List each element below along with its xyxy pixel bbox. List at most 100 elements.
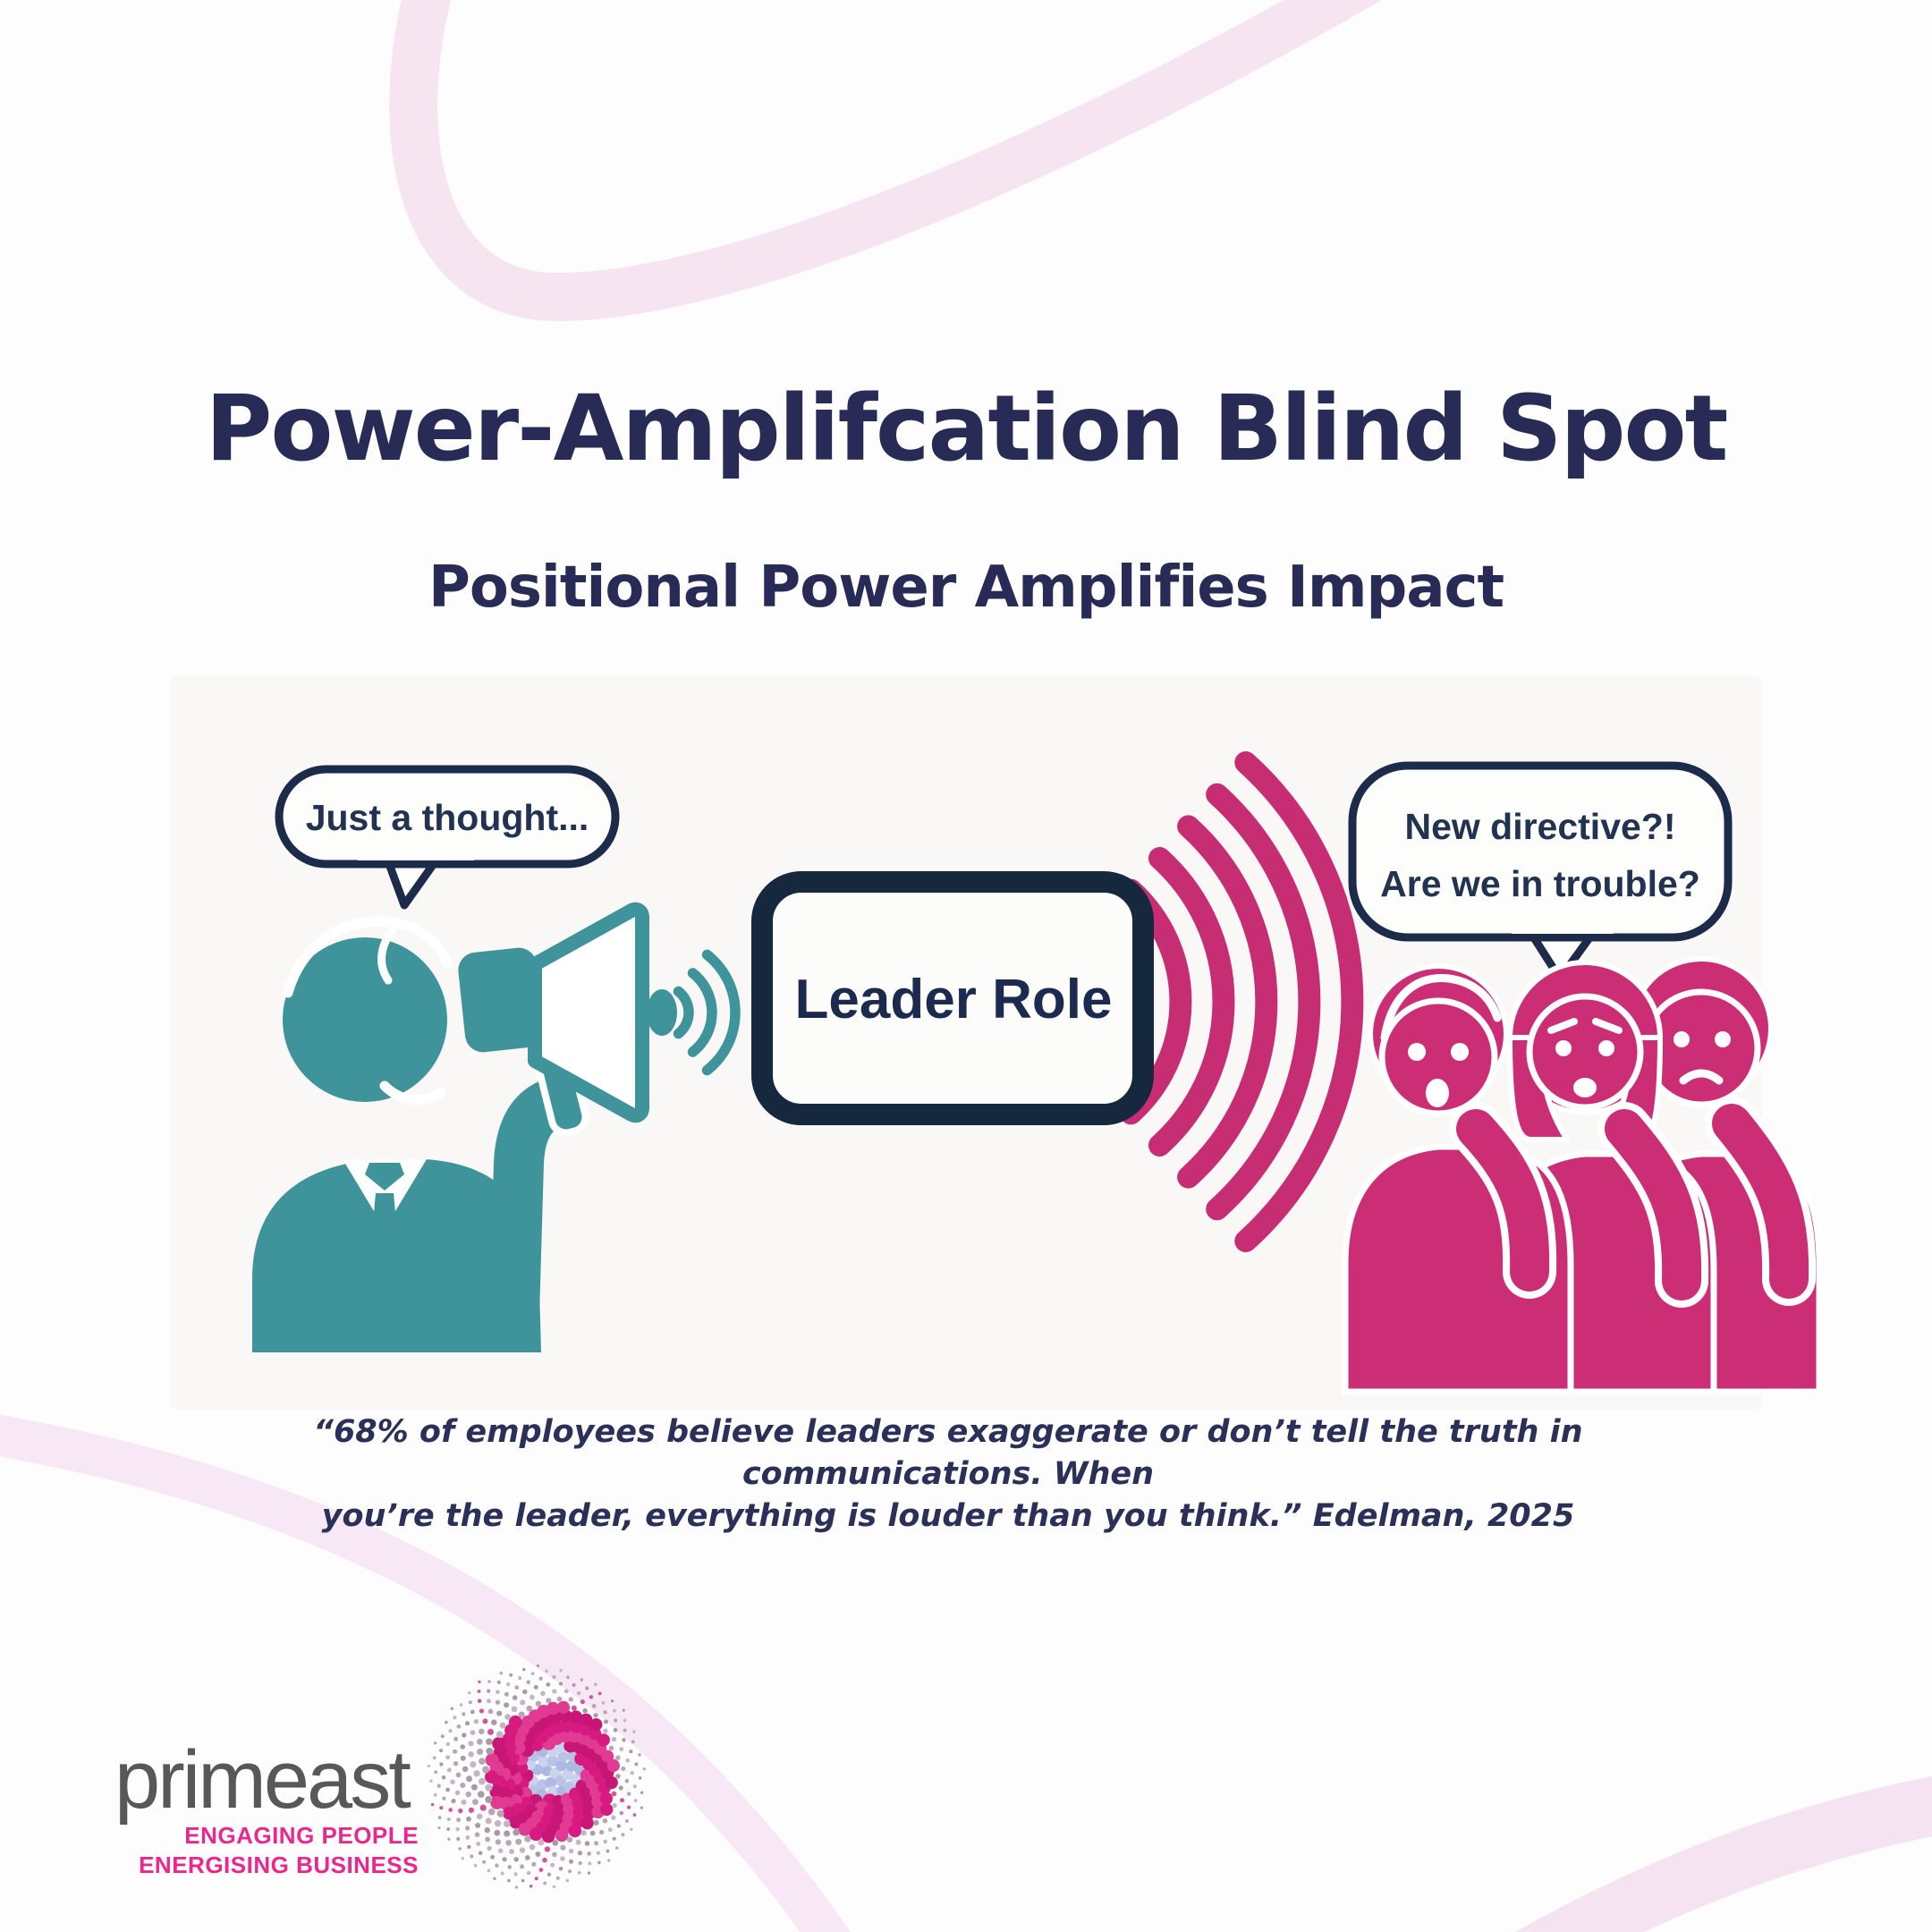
logo-dot (495, 1839, 501, 1845)
logo-dot (487, 1728, 494, 1735)
logo-dot (509, 1849, 515, 1854)
logo-dot (478, 1851, 483, 1855)
logo-dot (588, 1861, 592, 1866)
logo-dot (456, 1818, 462, 1823)
logo-dot (470, 1761, 477, 1768)
logo-dot (445, 1755, 450, 1760)
logo-dot (439, 1762, 444, 1767)
logo-dot (490, 1795, 504, 1809)
logo-dot (514, 1685, 520, 1690)
team-member-middle (1488, 960, 1717, 1395)
logo-dot (597, 1733, 610, 1747)
logo-dot (545, 1776, 557, 1789)
logo-dot (514, 1885, 518, 1889)
logo-dot (599, 1792, 613, 1805)
logo-dot (640, 1791, 644, 1794)
logo-dot (496, 1680, 501, 1684)
logo-dot (552, 1885, 556, 1889)
logo-dot (476, 1813, 483, 1820)
logo-dot (468, 1751, 474, 1758)
team-figures-icon (1342, 956, 1823, 1395)
team-speech-text-line1: New directive?! (1404, 806, 1675, 847)
logo-dot (447, 1837, 451, 1841)
logo-dot (568, 1824, 582, 1838)
logo-dot (629, 1750, 633, 1754)
logo-dot (542, 1857, 547, 1863)
logo-dot (560, 1719, 573, 1733)
logo-dot (613, 1708, 616, 1713)
logo-dot (445, 1787, 450, 1792)
page-title: Power-Amplifcation Blind Spot (205, 376, 1729, 482)
logo-dot (468, 1700, 472, 1705)
logo-dot (541, 1829, 555, 1843)
logo-dot (567, 1869, 572, 1874)
logo-dot (603, 1839, 607, 1844)
logo-dot (453, 1716, 457, 1720)
logo-dot (580, 1699, 585, 1705)
logo-dot (606, 1849, 610, 1853)
sound-waves-icon (673, 949, 741, 1076)
logo-dot (619, 1747, 624, 1751)
logo-dot (504, 1691, 509, 1697)
logo-dot (602, 1818, 608, 1824)
logo-dot (487, 1708, 494, 1715)
logo-dot (524, 1855, 530, 1860)
logo-dot (430, 1802, 435, 1807)
logo-dot (587, 1871, 591, 1875)
logo-dot (505, 1682, 511, 1687)
logo-dot (535, 1700, 542, 1707)
logo-dot (625, 1758, 630, 1763)
logo-dot (601, 1750, 614, 1763)
logo-dot (547, 1755, 559, 1767)
logo-dot (466, 1775, 472, 1783)
logo-dot (624, 1819, 629, 1823)
logo-dot (594, 1682, 597, 1686)
logo-dot (441, 1775, 446, 1780)
logo-dot (584, 1841, 590, 1846)
logo-dot (465, 1826, 470, 1831)
logo-dot (632, 1730, 636, 1733)
top-swoosh-curve (389, 0, 1382, 322)
logo-dot (544, 1846, 551, 1852)
logo-dot (493, 1877, 496, 1880)
logo-dot (569, 1859, 573, 1864)
logo-dot (473, 1770, 480, 1777)
bottom-right-swoosh-curve (1515, 1775, 1932, 1932)
logo-dot (487, 1699, 491, 1704)
bottom-left-swoosh-curve (0, 1414, 851, 1932)
logo-dot (589, 1727, 602, 1741)
logo-dot (508, 1715, 522, 1729)
logo-dot (598, 1829, 605, 1835)
leader-role-label: Leader Role (795, 969, 1113, 1030)
logo-dot (564, 1689, 569, 1694)
logo-dot (591, 1704, 597, 1708)
logo-dot (462, 1733, 467, 1738)
logo-dot (479, 1728, 485, 1734)
logo-dot (470, 1730, 476, 1735)
logo-dot (461, 1857, 464, 1860)
logo-dot (479, 1708, 485, 1714)
logo-dot (613, 1727, 618, 1733)
logo-dot (580, 1830, 587, 1836)
logo-dot (513, 1872, 518, 1877)
logo-dot (622, 1708, 625, 1712)
logo-dot (540, 1765, 553, 1776)
logo-dot (499, 1671, 503, 1675)
logo-dot (526, 1870, 531, 1876)
logo-dot (518, 1711, 525, 1718)
logo-dot (580, 1678, 584, 1682)
logo-dot (511, 1706, 518, 1713)
logo-dot (485, 1836, 490, 1843)
logo-dot (489, 1784, 504, 1799)
logo-dot (529, 1843, 536, 1851)
logo-dot (640, 1806, 643, 1809)
logo-dot (537, 1779, 548, 1791)
logo-dot (560, 1844, 566, 1851)
logo-dot (446, 1827, 451, 1831)
logo-dot (504, 1702, 510, 1708)
logo-dot (593, 1713, 598, 1718)
logo-dot (497, 1848, 504, 1854)
logo-dot (465, 1835, 470, 1840)
logo-dot (603, 1728, 608, 1733)
